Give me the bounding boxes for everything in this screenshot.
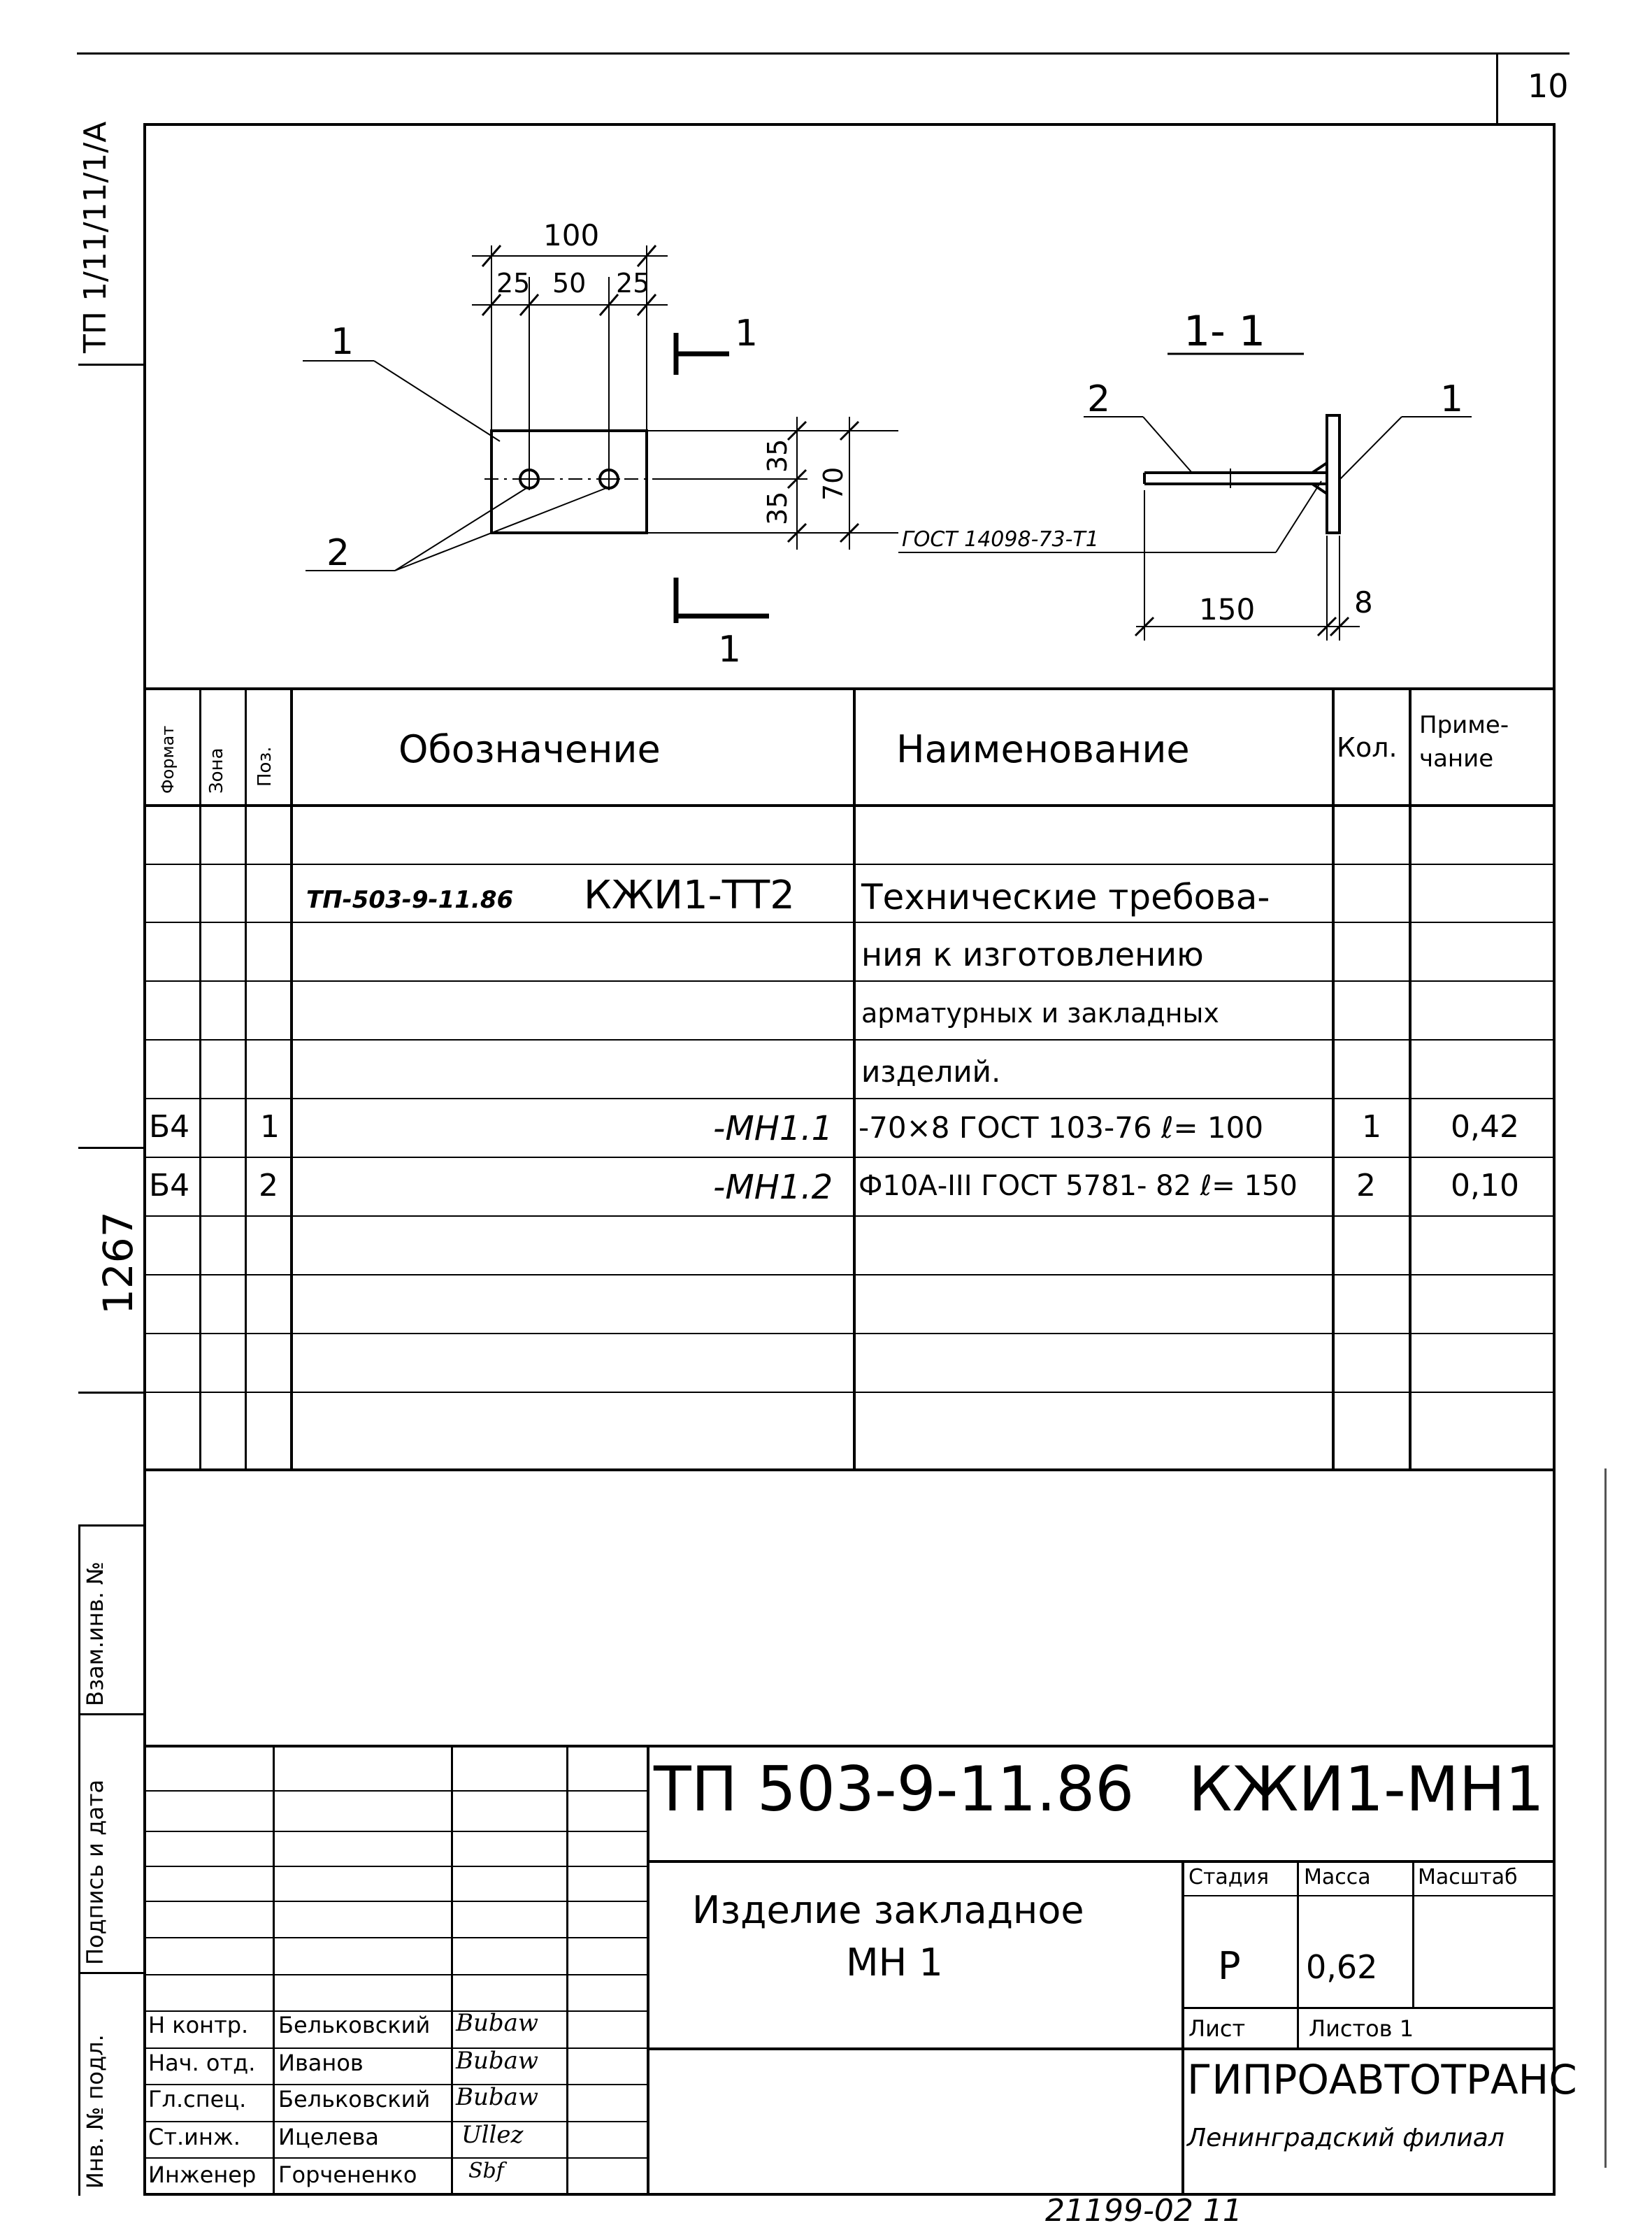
row-qty: 2 [1356, 1168, 1376, 1203]
dim-right: 25 [616, 268, 649, 299]
header-qty: Кол. [1337, 732, 1398, 763]
section-callout-2: 2 [1087, 378, 1110, 420]
signature-role: Ст.инж. [148, 2124, 240, 2150]
signature-mark: Sbf [468, 2159, 504, 2183]
header-format: Формат [158, 725, 178, 794]
scale-label: Масштаб [1418, 1865, 1518, 1889]
scan-edge-line [1604, 1468, 1607, 2168]
tech-req-line-3: арматурных и закладных [861, 998, 1219, 1029]
margin-divider [78, 1147, 145, 1149]
callout-1: 1 [331, 321, 354, 363]
section-callout-1: 1 [1440, 378, 1463, 420]
signature-name: Бельковский [278, 2086, 431, 2113]
margin-code: 1267 [94, 1211, 142, 1315]
signature-role: Инженер [148, 2161, 257, 2188]
footer-code: 21199-02 11 [1045, 2193, 1242, 2229]
margin-divider [78, 364, 145, 366]
header-zone: Зона [206, 748, 227, 794]
row-name: Ф10А-III ГОСТ 5781- 82 ℓ= 150 [859, 1170, 1298, 1202]
plate-outline [490, 429, 648, 534]
dim-bottom: 35 [762, 492, 793, 525]
top-border-line [77, 52, 1570, 55]
row-note: 0,10 [1451, 1168, 1519, 1203]
sheets-label: Листов 1 [1309, 2015, 1414, 2042]
weld-standard: ГОСТ 14098-73-Т1 [902, 527, 1099, 552]
row-pos: 2 [259, 1168, 278, 1203]
signature-name: Иванов [278, 2050, 364, 2076]
signature-role: Нач. отд. [148, 2050, 256, 2076]
signature-name: Ицелева [278, 2124, 380, 2150]
dim-top: 35 [762, 439, 793, 473]
tech-req-line-2: ния к изготовлению [861, 936, 1204, 973]
item-title-line1: Изделие закладное [692, 1888, 1084, 1932]
section-mark-top: 1 [735, 313, 758, 355]
doc-ref-prefix: ТП-503-9-11.86 [306, 886, 514, 914]
sheet-label: Лист [1188, 2015, 1246, 2042]
drawing-area: 100 25 50 25 35 35 70 1 2 1 1 1- 1 2 1 Г… [303, 218, 1472, 671]
header-pos: Поз. [254, 746, 275, 787]
header-name: Наименование [896, 727, 1190, 771]
dim-total: 100 [543, 218, 599, 252]
margin-inv-original: ТП 1/11/11/1/А [78, 121, 113, 353]
header-note-line1: Приме- [1419, 711, 1509, 739]
signature-name: Бельковский [278, 2012, 431, 2038]
signature-role: Н контр. [148, 2012, 249, 2038]
stage-label: Стадия [1188, 1865, 1270, 1889]
margin-divider [78, 1713, 145, 1715]
left-margin-strip [78, 1524, 80, 2196]
doc-code: КЖИ1-МН1 [1188, 1753, 1544, 1825]
doc-ref-code: КЖИ1-ТТ2 [584, 873, 795, 918]
dim-length: 150 [1199, 592, 1255, 627]
row-qty: 1 [1362, 1109, 1381, 1145]
dim-thickness: 8 [1354, 585, 1373, 620]
stage-value: Р [1218, 1944, 1241, 1988]
row-name: -70×8 ГОСТ 103-76 ℓ= 100 [859, 1110, 1264, 1145]
margin-divider [78, 1392, 145, 1394]
signature-mark: Ullez [461, 2121, 524, 2149]
signature-name: Горчененко [278, 2161, 417, 2188]
org-branch: Ленинградский филиал [1187, 2124, 1504, 2152]
item-title-line2: МН 1 [846, 1940, 943, 1985]
signature-mark: Bubaw [456, 2009, 539, 2037]
tech-req-line-1: Технические требова- [861, 877, 1270, 917]
header-note-line2: чание [1419, 745, 1494, 773]
header-designation: Обозначение [398, 727, 661, 771]
row-pos: 1 [260, 1109, 280, 1145]
sheet-number-box-line [1496, 55, 1498, 124]
margin-divider [78, 1524, 145, 1527]
dim-height: 70 [818, 467, 849, 501]
mass-value: 0,62 [1306, 1948, 1378, 1986]
row-designation: -МН1.1 [713, 1109, 833, 1148]
main-frame [143, 123, 1556, 2196]
section-plate [1326, 414, 1341, 534]
tech-req-line-4: изделий. [861, 1055, 1001, 1089]
margin-signature-date: Подпись и дата [82, 1779, 108, 1965]
signature-mark: Bubaw [456, 2083, 539, 2111]
dim-mid: 50 [552, 268, 586, 299]
margin-divider [78, 1972, 145, 1974]
margin-inv-number: Инв. № подл. [82, 2034, 108, 2189]
row-note: 0,42 [1451, 1109, 1519, 1145]
row-designation: -МН1.2 [713, 1168, 833, 1207]
project-code: ТП 503-9-11.86 [654, 1753, 1135, 1825]
mass-label: Масса [1304, 1865, 1371, 1889]
dim-left: 25 [496, 268, 530, 299]
section-mark-bottom: 1 [718, 629, 741, 671]
section-title: 1- 1 [1184, 307, 1265, 356]
callout-2: 2 [326, 532, 350, 574]
signature-mark: Bubaw [456, 2047, 539, 2075]
signature-role: Гл.спец. [148, 2086, 247, 2113]
margin-interchange-inv: Взам.инв. № [82, 1561, 108, 1706]
org-name: ГИПРОАВТОТРАНС [1187, 2056, 1577, 2103]
row-format: Б4 [149, 1109, 190, 1145]
sheet-number: 10 [1528, 67, 1569, 105]
row-format: Б4 [149, 1168, 190, 1203]
